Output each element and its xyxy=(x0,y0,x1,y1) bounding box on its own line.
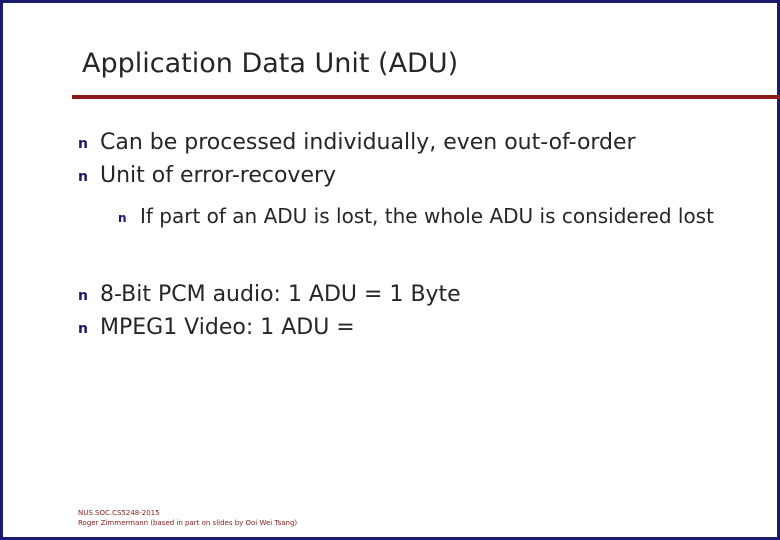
bullet-item-3: n If part of an ADU is lost, the whole A… xyxy=(118,202,728,232)
title-underline-rule xyxy=(72,95,780,99)
bullet-item-1: n Can be processed individually, even ou… xyxy=(78,128,728,159)
footer-course-code: NUS.SOC.CS5248-2015 xyxy=(78,509,160,517)
bullet-text: Can be processed individually, even out-… xyxy=(100,130,636,155)
spacer xyxy=(78,234,728,280)
bullet-marker-icon: n xyxy=(78,288,88,304)
bullet-marker-icon: n xyxy=(118,211,127,225)
bullet-text: Unit of error-recovery xyxy=(100,163,337,188)
page-title: Application Data Unit (ADU) xyxy=(82,48,459,79)
bullet-item-5: n MPEG1 Video: 1 ADU = xyxy=(78,313,728,344)
bullet-marker-icon: n xyxy=(78,169,88,185)
bullet-marker-icon: n xyxy=(78,321,88,337)
spacer xyxy=(78,194,728,202)
bullet-item-2: n Unit of error-recovery xyxy=(78,161,728,192)
bullet-item-4: n 8-Bit PCM audio: 1 ADU = 1 Byte xyxy=(78,280,728,311)
footer-attribution: Roger Zimmermann (based in part on slide… xyxy=(78,519,298,527)
bullet-text: If part of an ADU is lost, the whole ADU… xyxy=(140,204,714,228)
bullet-text: MPEG1 Video: 1 ADU = xyxy=(100,315,355,340)
slide-footer: NUS.SOC.CS5248-2015 Roger Zimmermann (ba… xyxy=(78,508,297,528)
bullet-text: 8-Bit PCM audio: 1 ADU = 1 Byte xyxy=(100,282,461,307)
slide-body: n Can be processed individually, even ou… xyxy=(78,128,728,346)
bullet-marker-icon: n xyxy=(78,136,88,152)
